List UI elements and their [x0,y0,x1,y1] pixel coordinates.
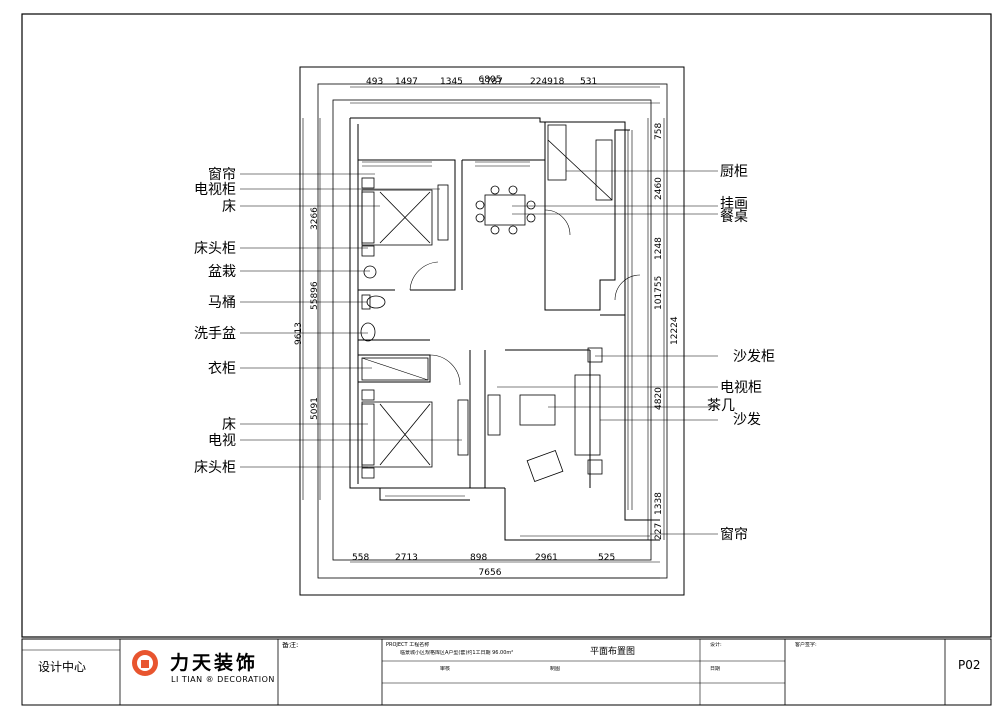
svg-text:1787: 1787 [480,77,503,87]
label-sofa-cabinet: 沙发柜 [733,349,775,365]
title-block-grid [21,638,992,706]
svg-text:2961: 2961 [535,553,558,563]
svg-text:12224: 12224 [670,316,680,345]
label-plant: 盆栽 [208,264,236,280]
client-sign: 客户签字: [795,642,817,648]
svg-text:101755: 101755 [654,276,664,310]
label-bed-2: 床 [222,417,236,433]
sheet-number: P02 [958,658,981,672]
svg-text:3266: 3266 [310,207,320,230]
project-value: 临景城小区规格库区A户型(套)约1工日期 96.00m² [400,650,514,656]
notes-label: 备注: [282,642,299,649]
label-curtain-right: 窗帘 [720,526,748,543]
svg-text:7656: 7656 [479,568,502,578]
wardrobe [361,357,429,381]
title-block: 设计中心 力天装饰 LI TIAN ® DECORATION 备注: PROJE… [0,638,1000,707]
sofa-cabinet-2 [587,459,603,475]
svg-text:5091: 5091 [310,397,320,420]
svg-text:55896: 55896 [310,281,320,310]
sofa [574,374,601,456]
doors [409,209,641,386]
dimension-text: 6805 493 1497 1345 1787 224918 531 558 2… [294,75,680,578]
leader-lines-left [240,173,462,468]
labels-left: 窗帘 电视柜 床 床头柜 盆栽 马桶 洗手盆 衣柜 床 电视 床头柜 [194,166,236,476]
drawer: 制图 [550,666,561,672]
label-toilet: 马桶 [208,295,236,311]
svg-text:493: 493 [366,77,383,87]
project-label: PROJECT 工程名称 [386,642,430,648]
leader-lines-right [497,170,718,535]
wash-basin [360,322,376,342]
sofa-cabinet [587,347,603,363]
label-nightstand: 床头柜 [194,241,236,257]
svg-text:531: 531 [580,77,597,87]
svg-text:4820: 4820 [654,387,664,410]
designer-sig: 设计: [710,642,722,648]
svg-text:898: 898 [470,553,487,563]
label-nightstand-2: 床头柜 [194,460,236,476]
svg-text:224918: 224918 [530,77,565,87]
svg-text:2713: 2713 [395,553,418,563]
svg-text:525: 525 [598,553,615,563]
svg-text:1338: 1338 [654,492,664,515]
svg-text:2460: 2460 [654,177,664,200]
label-bed: 床 [222,199,236,215]
label-tv-cabinet: 电视柜 [194,182,236,198]
labels-right: 厨柜 挂画 餐桌 沙发柜 电视柜 茶几 沙发 窗帘 [707,164,775,543]
svg-text:758: 758 [654,123,664,140]
svg-text:9613: 9613 [294,322,304,345]
label-dining-table: 餐桌 [720,209,748,225]
svg-text:1497: 1497 [395,77,418,87]
tv-2 [457,399,469,456]
svg-text:558: 558 [352,553,369,563]
label-sofa: 沙发 [733,412,761,428]
label-curtain: 窗帘 [208,166,236,183]
company-en: LI TIAN ® DECORATION [171,675,275,684]
windows [362,130,650,541]
dim-frame-inner [332,99,652,561]
tv-cabinet-2 [487,394,501,436]
label-coffee-table: 茶几 [707,398,735,414]
design-center-label: 设计中心 [38,660,87,674]
label-tv-cabinet-right: 电视柜 [720,380,762,396]
tv-cabinet-1 [437,184,449,241]
plant-1 [363,265,377,279]
bed-1 [361,177,433,257]
label-painting: 挂画 [720,196,748,212]
coffee-table [519,394,556,426]
company-name: 力天装饰 [170,652,259,674]
checker: 审核 [440,666,451,672]
svg-text:1345: 1345 [440,77,463,87]
label-tv: 电视 [208,433,236,449]
dining-table [475,185,536,235]
label-kitchen-cabinet: 厨柜 [720,164,748,180]
outer-boundary [299,66,685,596]
label-basin: 洗手盆 [194,326,236,342]
date: 日期 [710,666,721,672]
walls [349,117,660,541]
svg-text:227: 227 [654,523,664,540]
bed-2 [361,389,433,479]
svg-text:6805: 6805 [479,75,502,85]
label-wardrobe: 衣柜 [208,361,236,377]
dimension-lines [302,86,665,579]
svg-text:1248: 1248 [654,237,664,260]
drawing-name: 平面布置图 [590,647,636,657]
armchair [526,450,564,482]
sheet-frame [21,13,992,638]
kitchen-cabinet [547,124,613,201]
